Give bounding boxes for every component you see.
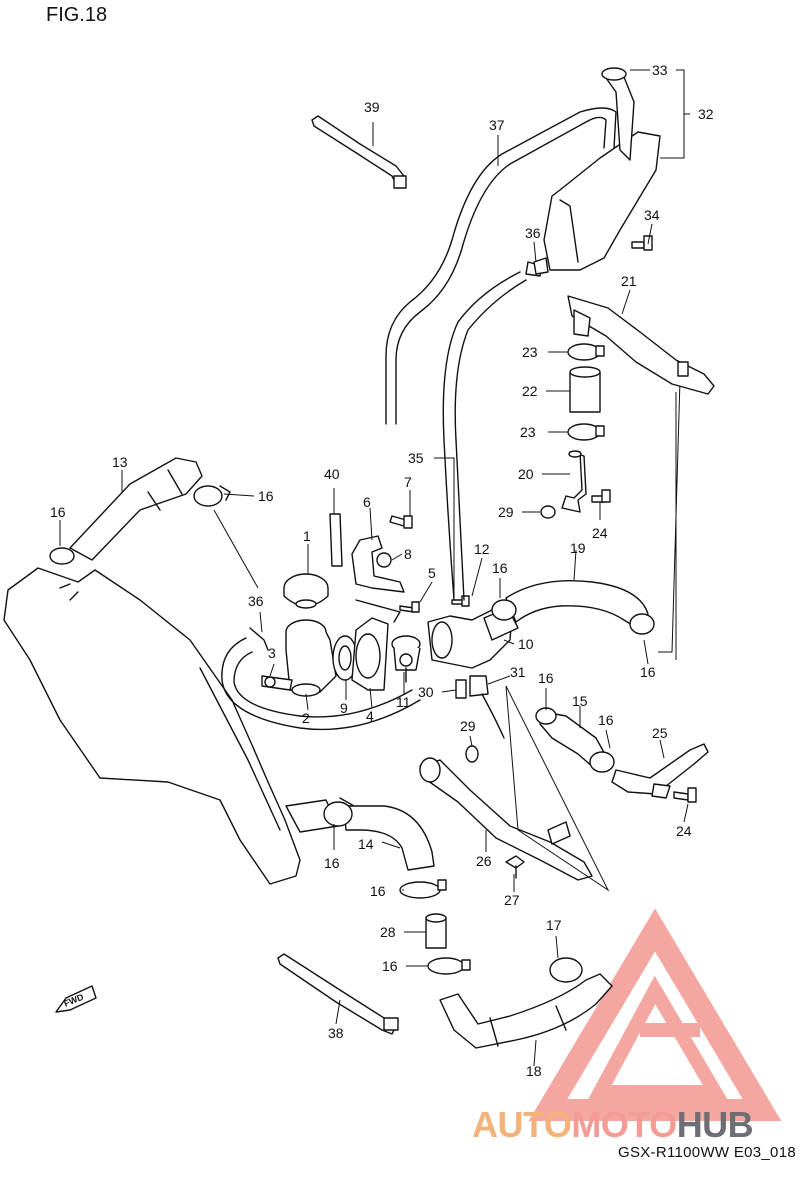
leader-lines [59, 69, 690, 1067]
hose-13 [49, 457, 231, 565]
strap-39 [311, 115, 407, 189]
callout-5: 5 [428, 565, 436, 581]
gasket-9 [332, 635, 358, 681]
callout-12: 12 [474, 541, 490, 557]
callout-10: 10 [518, 636, 534, 652]
bypass-hose [221, 637, 421, 731]
callout-38: 38 [328, 1025, 344, 1041]
callout-16-b: 16 [258, 488, 274, 504]
band-40 [329, 513, 343, 567]
pipe-26 [419, 757, 593, 881]
watermark-hub: HUB [676, 1104, 754, 1145]
callout-16-d: 16 [640, 664, 656, 680]
callout-40: 40 [324, 466, 340, 482]
strap-38 [277, 953, 399, 1035]
callout-22: 22 [522, 383, 538, 399]
callout-8: 8 [404, 546, 412, 562]
callout-25: 25 [652, 725, 668, 741]
callout-24-lower: 24 [676, 823, 692, 839]
callout-18: 18 [526, 1063, 542, 1079]
callout-34: 34 [644, 207, 660, 223]
callout-16-a: 16 [50, 504, 66, 520]
callout-33: 33 [652, 62, 668, 78]
fitting-20 [540, 450, 587, 519]
hose-21 [567, 295, 715, 395]
callout-39: 39 [364, 99, 380, 115]
callout-29-upper: 29 [498, 504, 514, 520]
callout-16-c: 16 [492, 560, 508, 576]
watermark-moto: MOTO [571, 1104, 677, 1145]
reservoir-tank-32 [543, 67, 661, 271]
callout-31: 31 [510, 664, 526, 680]
callout-16-f: 16 [598, 712, 614, 728]
clip-36 [533, 257, 549, 275]
callout-9: 9 [340, 700, 348, 716]
callout-11: 11 [396, 694, 411, 710]
callout-6: 6 [363, 494, 371, 510]
callout-labels: 39 37 33 32 34 36 21 23 22 23 20 29 24 1… [50, 62, 714, 1079]
guide-lines [213, 379, 681, 892]
callout-16-e: 16 [538, 670, 554, 686]
callout-26: 26 [476, 853, 492, 869]
thermostat-case-4 [351, 617, 389, 691]
callout-16-h: 16 [370, 883, 386, 899]
watermark-text: AUTOMOTOHUB [472, 1104, 754, 1146]
callout-13: 13 [112, 454, 128, 470]
callout-15: 15 [572, 693, 588, 709]
callout-1: 1 [303, 528, 311, 544]
callout-28: 28 [380, 924, 396, 940]
callout-24-upper: 24 [592, 525, 608, 541]
hose-18 [439, 957, 613, 1049]
callout-37: 37 [489, 117, 505, 133]
bolts [389, 515, 470, 613]
hose-15 [535, 707, 615, 773]
callout-16-g: 16 [324, 855, 340, 871]
pipe-25 [611, 743, 709, 799]
radiator [3, 567, 301, 885]
radiator-cap-1 [283, 573, 329, 609]
callout-21: 21 [621, 273, 637, 289]
callout-3: 3 [268, 645, 276, 661]
sensor-30-31 [455, 675, 505, 763]
fwd-arrow-icon: FWD [55, 985, 97, 1013]
model-code: GSX-R1100WW E03_018 [617, 1144, 796, 1161]
callout-36-left: 36 [248, 593, 264, 609]
filler-neck-2 [249, 619, 337, 697]
hose-37 [385, 107, 617, 425]
callout-2: 2 [302, 710, 310, 726]
callout-29-lower: 29 [460, 718, 476, 734]
callout-7: 7 [404, 474, 412, 490]
callout-30: 30 [418, 684, 434, 700]
callout-27: 27 [504, 892, 520, 908]
thermostat-11 [391, 635, 421, 683]
hose-19 [491, 580, 655, 635]
callout-20: 20 [518, 466, 534, 482]
callout-14: 14 [358, 836, 374, 852]
callout-16-i: 16 [382, 958, 398, 974]
callout-36-upper: 36 [525, 225, 541, 241]
callout-23-lower: 23 [520, 424, 536, 440]
callout-17: 17 [546, 917, 562, 933]
callout-32: 32 [698, 106, 714, 122]
watermark-logo [528, 908, 782, 1121]
callout-4: 4 [366, 708, 374, 724]
joint-28 [399, 879, 471, 975]
bracket-6 [351, 535, 405, 623]
hose-fittings-22-23 [567, 343, 605, 441]
watermark-auto: AUTO [472, 1104, 572, 1145]
callout-35: 35 [408, 450, 424, 466]
callout-23-upper: 23 [522, 344, 538, 360]
hose-14 [285, 797, 435, 871]
callout-19: 19 [570, 540, 586, 556]
figure-title: FIG.18 [46, 4, 108, 26]
